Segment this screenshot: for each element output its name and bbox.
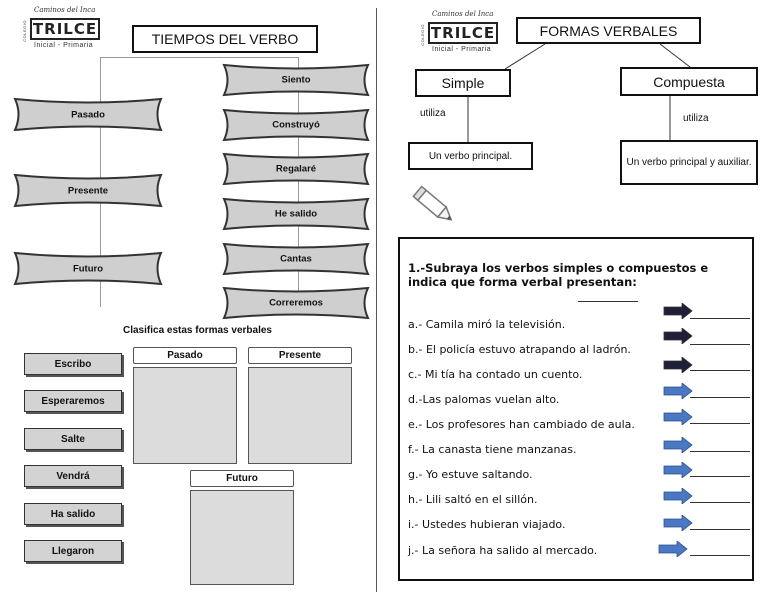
arrow-right-icon bbox=[663, 409, 693, 425]
school-logo-left: Caminos del Inca COLEGIO TRILCE Inicial … bbox=[22, 6, 102, 52]
verb-card-escribo[interactable]: Escribo bbox=[24, 353, 122, 375]
exercise-title: 1.-Subraya los verbos simples o compuest… bbox=[408, 261, 709, 289]
connector bbox=[100, 57, 298, 58]
school-logo-right: Caminos del Inca COLEGIO TRILCE Inicial … bbox=[420, 10, 500, 56]
verb-banner-4: He salido bbox=[221, 196, 371, 232]
answer-line-f[interactable] bbox=[690, 451, 750, 452]
simple-box: Simple bbox=[415, 69, 511, 97]
column-header-pasado: Pasado bbox=[133, 347, 237, 364]
arrow-right-icon bbox=[663, 328, 693, 344]
exercise-item-a: a.- Camila miró la televisión. bbox=[408, 318, 566, 331]
answer-line-d[interactable] bbox=[690, 397, 750, 398]
classify-title: Clasifica estas formas verbales bbox=[123, 325, 272, 336]
column-header-futuro: Futuro bbox=[190, 470, 294, 487]
tense-banner-pasado: Pasado bbox=[12, 96, 164, 133]
pencil-icon bbox=[412, 185, 453, 221]
connector bbox=[298, 57, 299, 307]
arrow-right-icon bbox=[663, 383, 693, 399]
compuesta-description: Un verbo principal y auxiliar. bbox=[620, 140, 758, 185]
verb-banner-3: Regalaré bbox=[221, 151, 371, 187]
exercise-item-b: b.- El policía estuvo atrapando al ladró… bbox=[408, 343, 631, 356]
verb-card-llegaron[interactable]: Llegaron bbox=[24, 540, 122, 562]
verb-card-salte[interactable]: Salte bbox=[24, 428, 122, 450]
exercise-item-g: g.- Yo estuve saltando. bbox=[408, 468, 533, 481]
answer-line-a[interactable] bbox=[690, 318, 750, 319]
column-header-presente: Presente bbox=[248, 347, 352, 364]
exercise-box: 1.-Subraya los verbos simples o compuest… bbox=[398, 237, 754, 581]
answer-line-i[interactable] bbox=[690, 529, 750, 530]
verb-banner-5: Cantas bbox=[221, 241, 371, 277]
answer-line-j[interactable] bbox=[690, 555, 750, 556]
verb-banner-1: Siento bbox=[221, 62, 371, 98]
exercise-item-h: h.- Lili saltó en el sillón. bbox=[408, 493, 538, 506]
exercise-item-e: e.- Los profesores han cambiado de aula. bbox=[408, 418, 635, 431]
exercise-item-j: j.- La señora ha salido al mercado. bbox=[408, 544, 598, 557]
exercise-item-c: c.- Mi tía ha contado un cuento. bbox=[408, 368, 583, 381]
drop-zone-pasado[interactable] bbox=[133, 367, 237, 464]
answer-line-c[interactable] bbox=[690, 370, 750, 371]
verb-card-esperaremos[interactable]: Esperaremos bbox=[24, 390, 122, 412]
utiliza-label-simple: utiliza bbox=[420, 108, 446, 119]
arrow-right-icon bbox=[663, 437, 693, 453]
verb-banner-2: Construyó bbox=[221, 107, 371, 143]
compuesta-box: Compuesta bbox=[620, 67, 758, 96]
exercise-item-d: d.-Las palomas vuelan alto. bbox=[408, 393, 560, 406]
tense-banner-futuro: Futuro bbox=[12, 250, 164, 287]
answer-line-g[interactable] bbox=[690, 476, 750, 477]
verb-card-ha-salido[interactable]: Ha salido bbox=[24, 503, 122, 525]
drop-zone-presente[interactable] bbox=[248, 367, 352, 464]
tiempos-title: TIEMPOS DEL VERBO bbox=[132, 25, 318, 53]
verb-card-vendra[interactable]: Vendrá bbox=[24, 465, 122, 487]
arrow-right-icon bbox=[663, 488, 693, 504]
formas-title: FORMAS VERBALES bbox=[516, 17, 701, 44]
utiliza-label-compuesta: utiliza bbox=[683, 113, 709, 124]
arrow-right-icon bbox=[663, 357, 693, 373]
tense-banner-presente: Presente bbox=[12, 172, 164, 209]
arrow-right-icon bbox=[658, 541, 688, 557]
answer-line-h[interactable] bbox=[690, 502, 750, 503]
title-underline bbox=[578, 301, 638, 302]
answer-line-b[interactable] bbox=[690, 344, 750, 345]
drop-zone-futuro[interactable] bbox=[190, 490, 294, 585]
arrow-right-icon bbox=[663, 303, 693, 319]
arrow-right-icon bbox=[663, 515, 693, 531]
exercise-item-f: f.- La canasta tiene manzanas. bbox=[408, 443, 577, 456]
verb-banner-6: Correremos bbox=[221, 285, 371, 321]
page-divider bbox=[376, 8, 377, 592]
arrow-right-icon bbox=[663, 462, 693, 478]
answer-line-e[interactable] bbox=[690, 423, 750, 424]
simple-description: Un verbo principal. bbox=[408, 142, 533, 170]
exercise-item-i: i.- Ustedes hubieran viajado. bbox=[408, 518, 566, 531]
